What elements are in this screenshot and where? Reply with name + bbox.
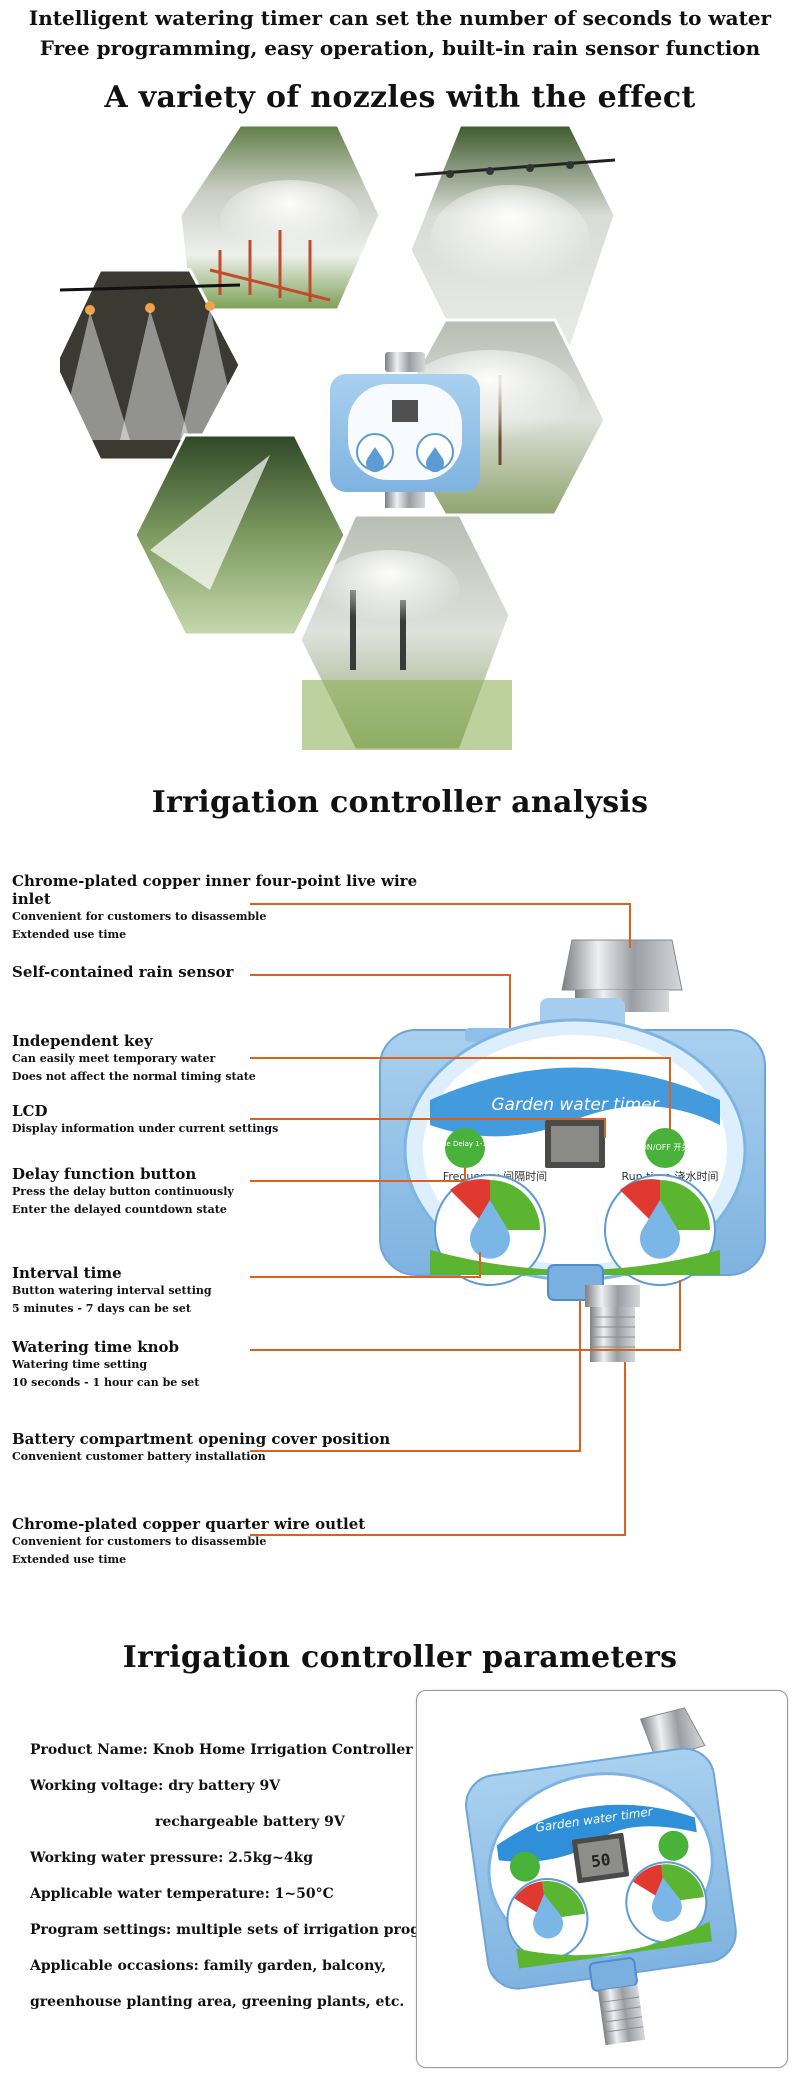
feature-interval-desc-2: 5 minutes - 7 days can be set [12,1302,191,1315]
param-product-name: Product Name: Knob Home Irrigation Contr… [30,1742,413,1758]
feature-rain-sensor: Self-contained rain sensor [12,963,432,981]
feature-watering-knob-desc-1: Watering time setting [12,1358,148,1371]
headline-line-2: Free programming, easy operation, built-… [39,36,761,60]
param-program-settings: Program settings: multiple sets of irrig… [30,1922,460,1938]
feature-interval: Interval time Button watering interval s… [12,1264,432,1318]
feature-outlet-desc-1: Convenient for customers to disassemble [12,1535,267,1548]
feature-lcd: LCD Display information under current se… [12,1102,432,1138]
delay-button-label: Time Delay 1-12H [433,1140,497,1148]
feature-battery-cover-title: Battery compartment opening cover positi… [12,1430,391,1448]
headline-line-1: Intelligent watering timer can set the n… [28,6,772,30]
feature-independent-key: Independent key Can easily meet temporar… [12,1032,432,1086]
feature-delay-desc-2: Enter the delayed countdown state [12,1203,227,1216]
feature-interval-desc-1: Button watering interval setting [12,1284,212,1297]
product-card-device: Garden water timer 50 [465,1707,737,2046]
param-occasions-continued: greenhouse planting area, greening plant… [30,1994,405,2010]
device-illustration: Garden water timer Time Delay 1-12H ON/O… [379,939,766,1362]
feature-lcd-desc-1: Display information under current settin… [12,1122,279,1135]
device-brand-text: Garden water timer [491,1095,659,1115]
feature-inlet-desc-2: Extended use time [12,928,127,941]
param-rechargeable-battery: rechargeable battery 9V [155,1814,345,1830]
feature-inlet: Chrome-plated copper inner four-point li… [12,872,432,944]
parameters-section-title: Irrigation controller parameters [122,1640,678,1675]
feature-rain-sensor-title: Self-contained rain sensor [12,963,234,981]
feature-delay: Delay function button Press the delay bu… [12,1165,432,1219]
analysis-section-title: Irrigation controller analysis [151,785,649,820]
param-working-voltage: Working voltage: dry battery 9V [30,1778,281,1794]
feature-outlet-title: Chrome-plated copper quarter wire outlet [12,1515,366,1533]
feature-inlet-desc-1: Convenient for customers to disassemble [12,910,267,923]
feature-battery-cover: Battery compartment opening cover positi… [12,1430,432,1466]
card-lcd-value: 50 [590,1850,612,1871]
feature-independent-key-desc-1: Can easily meet temporary water [12,1052,216,1065]
feature-watering-knob-title: Watering time knob [12,1338,180,1356]
nozzle-photo-overhead-misters [408,123,617,352]
feature-independent-key-desc-2: Does not affect the normal timing state [12,1070,256,1083]
feature-independent-key-title: Independent key [12,1032,153,1050]
nozzle-collage [60,123,617,750]
nozzle-photo-lawn-sprinkler [298,513,512,750]
nozzles-section-title: A variety of nozzles with the effect [104,80,696,115]
feature-lcd-title: LCD [12,1102,48,1120]
feature-outlet-desc-2: Extended use time [12,1553,127,1566]
feature-inlet-title: Chrome-plated copper inner four-point li… [12,872,418,908]
param-water-pressure: Working water pressure: 2.5kg~4kg [30,1850,314,1866]
callout-lines [250,903,681,1536]
feature-battery-cover-desc-1: Convenient customer battery installation [12,1450,266,1463]
feature-outlet: Chrome-plated copper quarter wire outlet… [12,1515,432,1569]
product-card: Garden water timer 50 [416,1690,788,2068]
feature-delay-desc-1: Press the delay button continuously [12,1185,234,1198]
param-water-temperature: Applicable water temperature: 1~50°C [30,1886,334,1902]
param-applicable-occasions: Applicable occasions: family garden, bal… [30,1958,386,1974]
onoff-button-label: ON/OFF 开关 [640,1142,689,1152]
nozzle-photo-garden-jet [133,433,347,637]
feature-interval-title: Interval time [12,1264,122,1282]
center-device-photo [330,352,480,508]
feature-delay-title: Delay function button [12,1165,197,1183]
feature-watering-knob: Watering time knob Watering time setting… [12,1338,432,1392]
analysis-diagram: Garden water timer Time Delay 1-12H ON/O… [250,903,766,1536]
nozzle-photo-drip-stakes [178,123,382,312]
feature-watering-knob-desc-2: 10 seconds - 1 hour can be set [12,1376,200,1389]
